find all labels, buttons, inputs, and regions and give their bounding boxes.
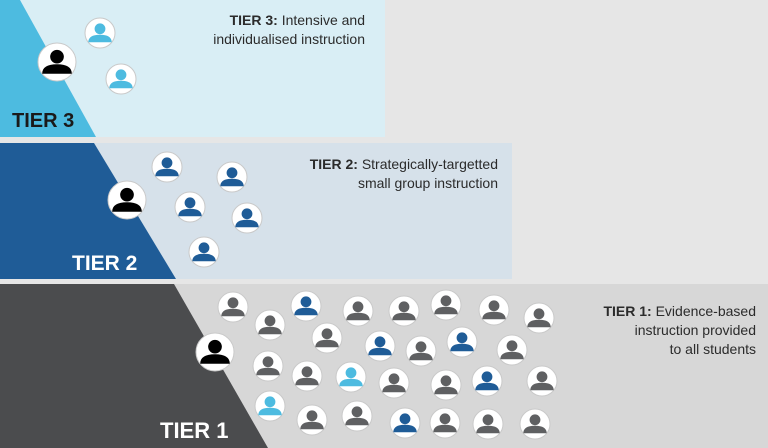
student-person-icon-tier1 bbox=[254, 390, 286, 422]
student-person-icon-tier1 bbox=[335, 361, 367, 393]
tier3-description: TIER 3: Intensive and individualised ins… bbox=[190, 11, 365, 49]
student-person-icon-tier1 bbox=[296, 404, 328, 436]
student-person-icon-tier2 bbox=[216, 161, 248, 193]
student-person-icon-tier1 bbox=[430, 369, 462, 401]
student-person-icon-tier1 bbox=[378, 367, 410, 399]
student-icons bbox=[84, 17, 558, 440]
tier1-description-line2: instruction provided bbox=[634, 322, 756, 338]
student-person-icon-tier1 bbox=[446, 326, 478, 358]
student-person-icon-tier1 bbox=[472, 408, 504, 440]
student-person-icon-tier3 bbox=[84, 17, 116, 49]
student-person-icon-tier1 bbox=[389, 407, 421, 439]
student-person-icon-tier1 bbox=[430, 289, 462, 321]
student-person-icon-tier1 bbox=[290, 290, 322, 322]
student-person-icon-tier1 bbox=[523, 302, 555, 334]
tier1-heading: TIER 1: bbox=[603, 303, 652, 319]
tier3-triangle-label: TIER 3 bbox=[12, 110, 74, 132]
tier2-triangle bbox=[0, 143, 176, 279]
student-person-icon-tier1 bbox=[405, 335, 437, 367]
teacher-person-icon-tier2 bbox=[107, 180, 147, 220]
tier1-description-line1: TIER 1: Evidence-based bbox=[580, 302, 756, 321]
student-person-icon-tier1 bbox=[478, 294, 510, 326]
student-person-icon-tier1 bbox=[496, 334, 528, 366]
student-person-icon-tier1 bbox=[526, 365, 558, 397]
student-person-icon-tier1 bbox=[471, 365, 503, 397]
tier3-description-line1: TIER 3: Intensive and bbox=[190, 11, 365, 30]
student-person-icon-tier1 bbox=[254, 309, 286, 341]
tier1-description: TIER 1: Evidence-based instruction provi… bbox=[580, 302, 756, 359]
tier3-description-line2: individualised instruction bbox=[213, 31, 365, 47]
student-person-icon-tier1 bbox=[252, 350, 284, 382]
tier3-description-text1: Intensive and bbox=[281, 12, 365, 28]
tier2-heading: TIER 2: bbox=[309, 156, 358, 172]
student-person-icon-tier1 bbox=[388, 295, 420, 327]
tier3-heading: TIER 3: bbox=[229, 12, 278, 28]
student-person-icon-tier3 bbox=[105, 63, 137, 95]
student-person-icon-tier1 bbox=[364, 330, 396, 362]
student-person-icon-tier1 bbox=[291, 360, 323, 392]
tier1-description-line3: to all students bbox=[669, 341, 756, 357]
tier2-description: TIER 2: Strategically-targetted small gr… bbox=[280, 155, 498, 193]
tier2-description-line2: small group instruction bbox=[357, 175, 498, 191]
tier2-triangle-label: TIER 2 bbox=[72, 252, 137, 275]
tier2-description-line1: TIER 2: Strategically-targetted bbox=[280, 155, 498, 174]
tier1-description-text1: Evidence-based bbox=[655, 303, 756, 319]
student-person-icon-tier1 bbox=[341, 400, 373, 432]
student-person-icon-tier1 bbox=[311, 322, 343, 354]
student-person-icon-tier2 bbox=[151, 151, 183, 183]
tier2-description-text1: Strategically-targetted bbox=[361, 156, 498, 172]
student-person-icon-tier2 bbox=[174, 191, 206, 223]
tier1-triangle bbox=[0, 284, 268, 448]
student-person-icon-tier2 bbox=[231, 202, 263, 234]
student-person-icon-tier1 bbox=[519, 408, 551, 440]
teacher-person-icon-tier1 bbox=[195, 332, 235, 372]
teacher-person-icon-tier3 bbox=[37, 42, 77, 82]
teacher-icons bbox=[37, 42, 235, 372]
tier1-triangle-label: TIER 1 bbox=[160, 418, 228, 443]
student-person-icon-tier1 bbox=[429, 407, 461, 439]
student-person-icon-tier1 bbox=[217, 291, 249, 323]
student-person-icon-tier1 bbox=[342, 295, 374, 327]
student-person-icon-tier2 bbox=[188, 236, 220, 268]
